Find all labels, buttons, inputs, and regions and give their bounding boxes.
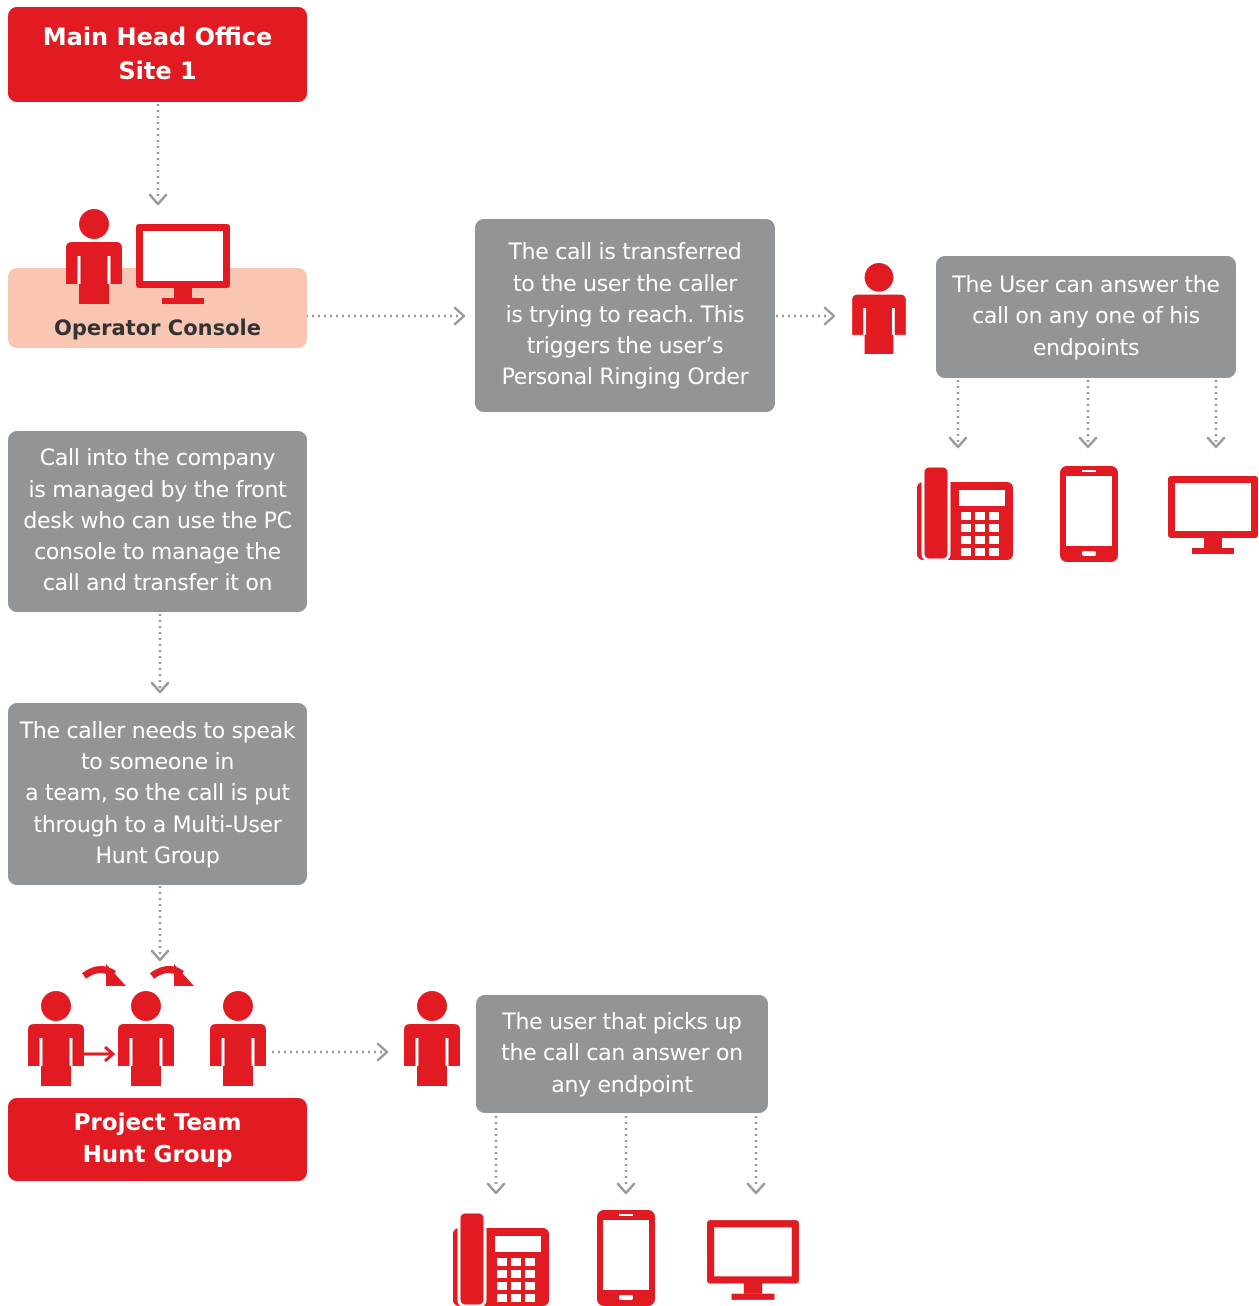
chevron-right-icon [453, 306, 466, 326]
call-transferred-text: The call is transferred to the user the … [501, 240, 749, 391]
person-icon [852, 262, 906, 354]
person-icon [118, 991, 174, 1086]
project-team-box: Project Team Hunt Group [8, 1098, 307, 1181]
user-answer-text: The User can answer the call on any one … [952, 273, 1220, 361]
curved-arrow-icon [82, 964, 126, 986]
monitor-icon [1168, 476, 1258, 554]
main-head-office-label: Main Head Office Site 1 [42, 23, 273, 85]
project-team-label: Project Team Hunt Group [73, 1109, 242, 1168]
person-icon [66, 209, 122, 304]
chevron-down-icon [148, 193, 168, 206]
chevron-down-icon [150, 681, 170, 694]
chevron-down-icon [746, 1182, 766, 1195]
arrow-right-icon [84, 1045, 116, 1063]
caller-needs-box: The caller needs to speak to someone in … [8, 703, 307, 885]
chevron-down-icon [150, 949, 170, 962]
chevron-down-icon [1078, 436, 1098, 449]
user-picks-up-box: The user that picks up the call can answ… [476, 995, 768, 1113]
chevron-down-icon [616, 1182, 636, 1195]
caller-needs-text: The caller needs to speak to someone in … [19, 718, 296, 869]
chevron-right-icon [823, 306, 836, 326]
call-into-company-box: Call into the company is managed by the … [8, 431, 307, 612]
monitor-icon [707, 1220, 799, 1300]
person-icon [210, 991, 266, 1086]
monitor-icon [136, 224, 230, 304]
mobile-phone-icon [1060, 466, 1118, 562]
person-icon [28, 991, 84, 1086]
chevron-down-icon [948, 436, 968, 449]
operator-console-label: Operator Console [54, 316, 261, 340]
user-answer-box: The User can answer the call on any one … [936, 256, 1236, 378]
person-icon [404, 991, 460, 1086]
chevron-down-icon [1206, 436, 1226, 449]
curved-arrow-icon [150, 964, 194, 986]
mobile-phone-icon [597, 1210, 655, 1306]
chevron-right-icon [376, 1042, 389, 1062]
chevron-down-icon [486, 1182, 506, 1195]
call-transferred-box: The call is transferred to the user the … [475, 219, 775, 412]
desk-phone-icon [453, 1212, 549, 1306]
main-head-office-box: Main Head Office Site 1 [8, 7, 307, 102]
desk-phone-icon [917, 466, 1013, 560]
call-into-company-text: Call into the company is managed by the … [23, 446, 292, 597]
user-picks-up-text: The user that picks up the call can answ… [501, 1010, 743, 1098]
